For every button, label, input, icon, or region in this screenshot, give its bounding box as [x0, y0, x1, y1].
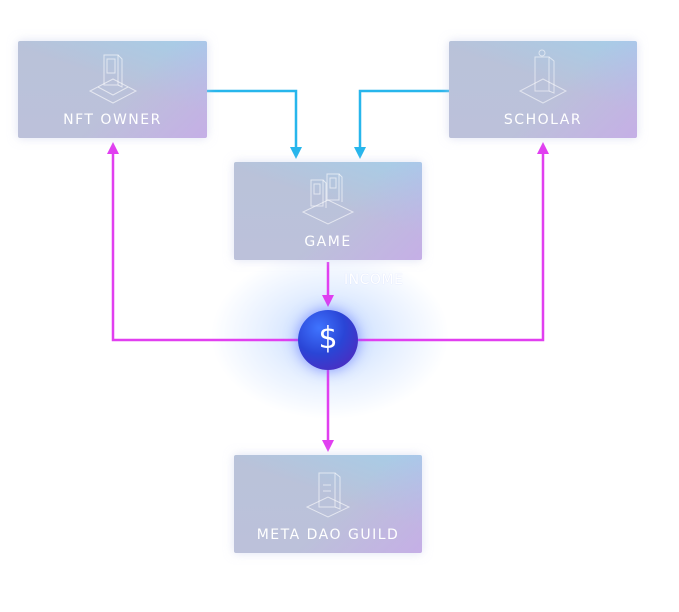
edge-coin-to-scholar: [358, 142, 549, 342]
node-scholar: SCHOLAR: [449, 41, 637, 138]
income-label: INCOME: [344, 272, 404, 288]
scholar-figure-icon: [518, 49, 568, 104]
edge-scholar-to-game: [354, 89, 449, 159]
node-label: GAME: [304, 234, 352, 250]
game-cards-icon: [301, 173, 355, 225]
node-label: META DAO GUILD: [256, 527, 400, 543]
node-label: SCHOLAR: [503, 112, 583, 128]
edge-nft-owner-to-game: [207, 89, 302, 159]
node-game: GAME: [234, 162, 422, 260]
node-nft-owner: NFT OWNER: [18, 41, 207, 138]
guild-tower-icon: [305, 472, 351, 518]
dollar-coin-icon: $: [298, 310, 358, 370]
edge-coin-to-nft-owner: [107, 142, 298, 342]
dollar-symbol: $: [318, 321, 338, 356]
node-label: NFT OWNER: [63, 112, 162, 128]
nft-card-icon: [88, 54, 137, 104]
node-meta-dao-guild: META DAO GUILD: [234, 455, 422, 553]
